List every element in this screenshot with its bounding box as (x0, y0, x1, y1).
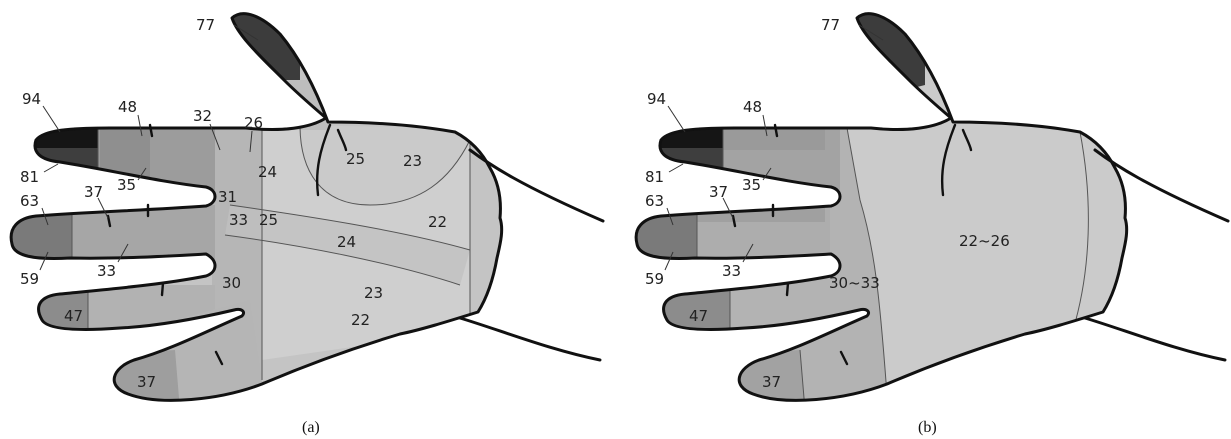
leader-line (43, 106, 60, 132)
panel-b: 77 94 48 81 35 63 37 33 22~26 59 30~33 4… (625, 0, 1231, 436)
finger-crease (787, 283, 788, 295)
temp-label: 37 (709, 183, 728, 201)
wrist-line-lower (1085, 318, 1225, 360)
temp-label: 81 (20, 168, 39, 186)
finger-crease (162, 283, 163, 295)
leader-line (669, 164, 683, 172)
temp-label: 63 (645, 192, 664, 210)
temp-label: 94 (22, 90, 41, 108)
temp-label: 35 (117, 176, 136, 194)
temp-label: 24 (258, 163, 277, 181)
temp-label: 24 (337, 233, 356, 251)
temp-label: 25 (346, 150, 365, 168)
panel-caption: (a) (302, 419, 320, 436)
temp-label: 81 (645, 168, 664, 186)
temp-label: 30~33 (829, 274, 880, 292)
temp-label: 47 (689, 307, 708, 325)
hand-base-fill (625, 0, 1231, 420)
temp-label: 59 (645, 270, 664, 288)
temp-label: 22 (351, 311, 370, 329)
temp-label: 37 (137, 373, 156, 391)
temp-label: 23 (364, 284, 383, 302)
panel-a: 77 94 48 32 26 81 35 24 25 23 63 37 31 3… (0, 0, 620, 436)
temp-label: 35 (742, 176, 761, 194)
temp-label: 37 (762, 373, 781, 391)
temp-label: 59 (20, 270, 39, 288)
temp-label: 33 (97, 262, 116, 280)
temp-label: 30 (222, 274, 241, 292)
temp-label: 22~26 (959, 232, 1010, 250)
temp-label: 48 (118, 98, 137, 116)
leader-line (44, 164, 58, 172)
temp-label: 33 (229, 211, 248, 229)
temp-label: 23 (403, 152, 422, 170)
temp-label: 48 (743, 98, 762, 116)
temp-label: 25 (259, 211, 278, 229)
temp-label: 22 (428, 213, 447, 231)
temp-label: 77 (821, 16, 840, 34)
leader-line (668, 106, 685, 132)
temp-label: 31 (218, 188, 237, 206)
wrist-line-lower (460, 318, 600, 360)
panel-caption: (b) (918, 419, 937, 436)
temp-label: 37 (84, 183, 103, 201)
temp-label: 94 (647, 90, 666, 108)
temp-label: 32 (193, 107, 212, 125)
temp-label: 33 (722, 262, 741, 280)
temp-label: 26 (244, 114, 263, 132)
temp-label: 77 (196, 16, 215, 34)
temp-label: 47 (64, 307, 83, 325)
temp-label: 63 (20, 192, 39, 210)
